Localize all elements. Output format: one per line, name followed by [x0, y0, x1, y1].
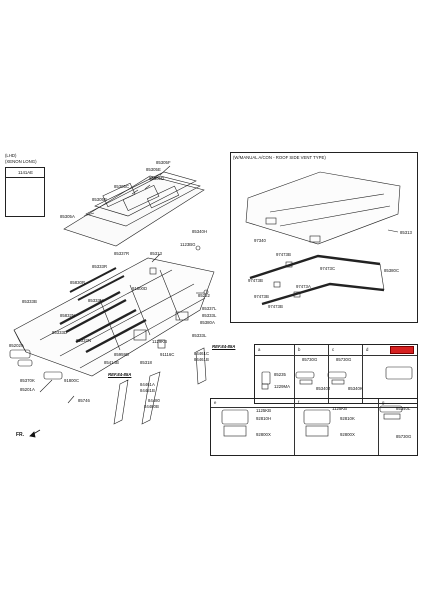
- part-e-2: 92810H: [256, 416, 272, 421]
- label-85337l: 85337L: [202, 306, 217, 311]
- ref-label-2[interactable]: REF.84-85A: [108, 372, 132, 377]
- part-f-2: 92810K: [340, 416, 355, 421]
- label-97473b-2: 97473B: [248, 278, 263, 283]
- label-84461a: 84461A: [140, 382, 155, 387]
- part-c-2: 85340K: [348, 386, 363, 391]
- label-97473b-4: 97473B: [268, 304, 283, 309]
- label-85380c: 85380C: [384, 268, 400, 273]
- label-85333r: 85333R: [92, 264, 108, 269]
- label-84461c: 84461C: [194, 351, 210, 356]
- label-97473c: 97473C: [320, 266, 336, 271]
- detail-table-bottom: [210, 398, 418, 456]
- part-f-3: 92800X: [340, 432, 355, 437]
- label-85333l-2: 85333L: [192, 333, 207, 338]
- label-84481b: 84481B: [140, 388, 155, 393]
- label-85370k: 85370K: [20, 378, 35, 383]
- label-85305a: 85305A: [60, 214, 75, 219]
- part-a-2: 1229MA: [274, 384, 291, 389]
- label-84461b: 84461B: [194, 357, 209, 362]
- label-85380a: 85380A: [200, 320, 215, 325]
- circle-b: b: [298, 347, 301, 352]
- label-85333m: 85333M: [88, 298, 104, 303]
- part-f-1: 1125KB: [332, 406, 347, 411]
- label-85313: 85313: [150, 251, 162, 256]
- part-g-2: 85730G: [396, 434, 412, 439]
- circle-e: e: [214, 400, 217, 405]
- label-85332n: 85332N: [76, 338, 92, 343]
- label-97473b-3: 97473B: [254, 294, 269, 299]
- label-85202a: 85202A: [9, 343, 24, 348]
- highlighted-part-tag: [390, 346, 414, 354]
- part-g-1: 85340L: [396, 406, 411, 411]
- label-85414b: 85414B: [104, 360, 119, 365]
- vent-type-title: (W/MANUAL A/CON - ROOF SIDE VENT TYPE): [233, 155, 326, 160]
- label-85318: 85318: [140, 360, 152, 365]
- circle-g: g: [382, 400, 385, 405]
- variant-label: (LHD): [5, 153, 17, 158]
- label-91800c: 91800C: [64, 378, 80, 383]
- part-b-2: 85340J: [316, 386, 331, 391]
- fr-label: FR.: [16, 432, 25, 438]
- label-85337r: 85337R: [114, 251, 130, 256]
- circle-c: c: [332, 347, 335, 352]
- label-85746: 85746: [78, 398, 90, 403]
- label-85959d: 85959D: [114, 352, 130, 357]
- label-97340: 97340: [254, 238, 266, 243]
- label-85201a: 85201A: [20, 387, 35, 392]
- label-97473a: 97473A: [296, 284, 311, 289]
- part-b-1: 85730G: [302, 357, 318, 362]
- label-97473b: 97473B: [276, 252, 291, 257]
- variant-label-2: (XENON LONG): [5, 159, 37, 164]
- circle-d: d: [366, 347, 369, 352]
- label-85313-vent: 85313: [400, 230, 412, 235]
- circle-f: f: [298, 400, 300, 405]
- inset-part-label: 1141AE: [18, 170, 33, 175]
- label-1129kb: 1129KB: [152, 339, 167, 344]
- label-85305e: 85305E: [146, 167, 161, 172]
- label-1123bg: 1123BG: [180, 242, 196, 247]
- label-85830r: 85830R: [70, 280, 86, 285]
- label-85340h: 85340H: [192, 229, 208, 234]
- label-85305d: 85305D: [149, 176, 165, 181]
- label-91116c: 91116C: [160, 352, 175, 357]
- label-85305c: 85305C: [114, 184, 130, 189]
- label-85832n: 85832N: [60, 313, 76, 318]
- label-91800d: 91800D: [132, 286, 148, 291]
- ref-label-1[interactable]: REF.84-85A: [212, 344, 236, 349]
- label-85305f: 85305F: [156, 160, 171, 165]
- circle-a: a: [258, 347, 261, 352]
- label-85333l: 85333L: [202, 313, 217, 318]
- label-85333b: 85333B: [22, 299, 37, 304]
- inset-box: 1141AE: [5, 167, 45, 217]
- part-c-1: 85730G: [336, 357, 352, 362]
- label-84480b: 84480B: [144, 404, 159, 409]
- part-e-1: 1125KB: [256, 408, 271, 413]
- label-85305b: 85305B: [92, 197, 107, 202]
- detail-table-top: [254, 344, 418, 404]
- label-85222: 85222: [198, 293, 210, 298]
- part-a-1: 85235: [274, 372, 286, 377]
- label-85333d: 85333D: [52, 330, 68, 335]
- label-84480: 84480: [148, 398, 160, 403]
- part-e-3: 92800X: [256, 432, 271, 437]
- vent-type-box: (W/MANUAL A/CON - ROOF SIDE VENT TYPE): [230, 152, 418, 323]
